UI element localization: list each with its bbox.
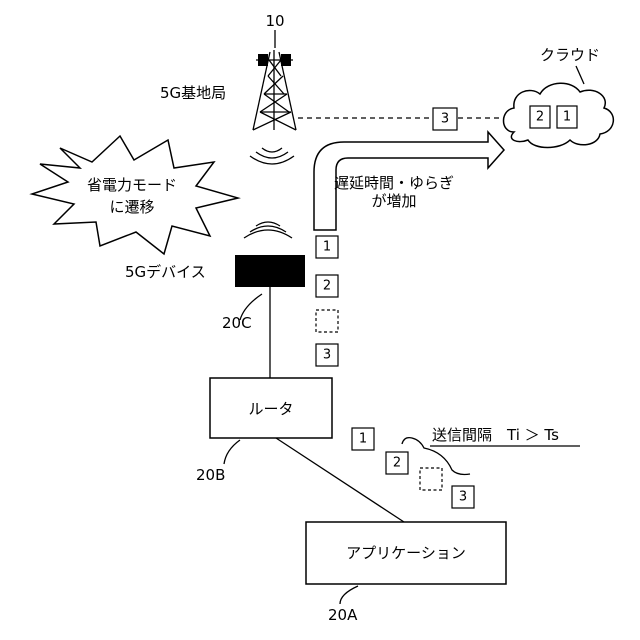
cloud-packet-a-label: 2: [536, 110, 544, 125]
device-signal-icon: [244, 222, 292, 238]
base-station-ref: 10: [265, 12, 284, 30]
delay-line1: 遅延時間・ゆらぎ: [334, 174, 454, 192]
base-station-tower-icon: [253, 50, 296, 130]
device-5g-icon: [235, 255, 305, 287]
power-save-burst-icon: [32, 136, 238, 254]
application-ref-leader: [340, 586, 358, 604]
app-packet-3-label: 3: [459, 490, 467, 505]
router-ref-leader: [224, 440, 240, 464]
delay-line2: が増加: [371, 192, 416, 210]
packet-link-label: 3: [441, 112, 449, 127]
application-label: アプリケーション: [346, 544, 466, 562]
stack-packet-2-label: 2: [323, 279, 331, 294]
base-station-label: 5G基地局: [160, 84, 226, 102]
power-save-line1: 省電力モード: [87, 176, 177, 194]
cloud-label-leader: [576, 66, 584, 84]
stack-packet-3-label: 3: [323, 348, 331, 363]
app-packet-placeholder: [420, 468, 442, 490]
stack-packet-placeholder: [316, 310, 338, 332]
cloud-label: クラウド: [540, 46, 600, 64]
app-packet-1-label: 1: [359, 432, 367, 447]
router-label: ルータ: [248, 400, 293, 418]
device-ref: 20C: [222, 314, 252, 332]
router-ref: 20B: [196, 466, 225, 484]
router-app-link: [276, 438, 404, 522]
interval-label: 送信間隔 Ti ＞ Ts: [432, 426, 559, 444]
application-ref: 20A: [328, 606, 358, 624]
signal-waves-icon: [250, 148, 294, 164]
power-save-line2: に遷移: [109, 198, 154, 216]
device-label: 5Gデバイス: [125, 263, 206, 281]
stack-packet-1-label: 1: [323, 240, 331, 255]
cloud-packet-b-label: 1: [563, 110, 571, 125]
app-packet-2-label: 2: [393, 456, 401, 471]
